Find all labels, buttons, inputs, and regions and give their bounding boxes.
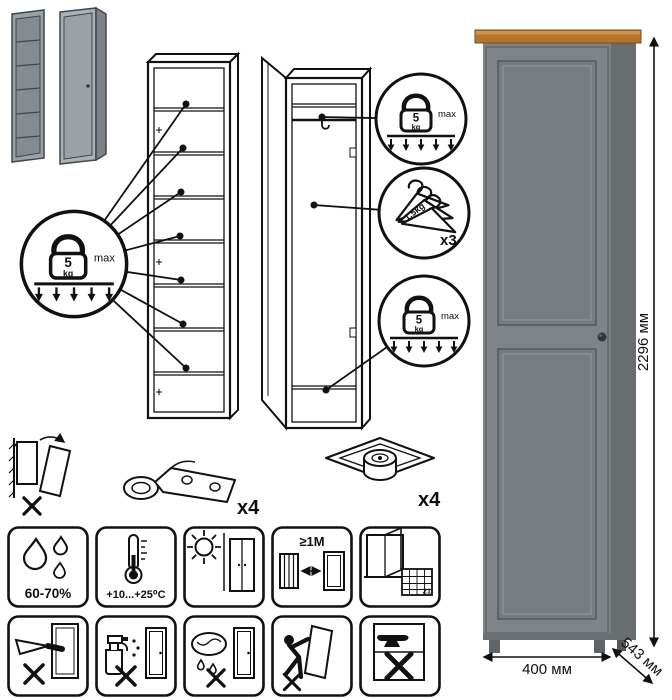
- temperature-label: +10...+25⁰C: [106, 589, 165, 601]
- hinge-icon: x4: [123, 460, 260, 519]
- door-upper-panel: [497, 60, 597, 326]
- thumbnail-knob: [86, 84, 90, 88]
- person-icon: [283, 635, 311, 680]
- tilted-cabinet-icon: [303, 624, 334, 680]
- distance-box: ≥1M: [271, 526, 353, 608]
- wet-cloth-icon: [191, 632, 227, 675]
- hanger-count-badge: 1.5kg x3: [377, 166, 471, 260]
- open-door: [261, 55, 287, 431]
- radiator-icon: [279, 553, 299, 589]
- water-drops-icon: [22, 535, 69, 579]
- thermometer-icon: [124, 534, 147, 584]
- sunlight-box: [183, 526, 265, 608]
- shelf-pin-marks: [156, 127, 162, 395]
- cabinet-icon: [233, 627, 255, 679]
- thumbnail-closed-wardrobe: [59, 6, 107, 165]
- window-icon: [364, 527, 406, 578]
- no-spray-box: [95, 615, 177, 697]
- thumbnail-open-wardrobe: [11, 9, 45, 163]
- shelf-unit-drawing: [145, 51, 241, 421]
- rail-load-badge-bottom: [379, 276, 469, 366]
- height-label: 2296 мм: [635, 313, 652, 371]
- cabinet-icon: [229, 538, 255, 592]
- product-photo: [474, 29, 642, 653]
- humidity-box: 60-70%: [7, 526, 89, 608]
- door-knob: [597, 332, 607, 342]
- no-overload-box: [359, 615, 441, 697]
- cross-icon: [22, 496, 42, 516]
- hinge-count-label: x4: [237, 497, 260, 519]
- hanger-count-label: x3: [440, 232, 457, 249]
- cabinet-icon: [51, 623, 79, 679]
- no-wet-cloth-box: [183, 615, 265, 697]
- no-push-box: [271, 615, 353, 697]
- cabinet-icon: [373, 623, 425, 681]
- humidity-label: 60-70%: [25, 586, 72, 601]
- width-label: 400 мм: [522, 661, 572, 678]
- distance-label: ≥1M: [299, 534, 324, 549]
- temperature-box: +10...+25⁰C: [95, 526, 177, 608]
- depth-dimension-line: [611, 648, 654, 684]
- dimension-lines: [482, 36, 659, 684]
- foot-right: [594, 640, 605, 653]
- rail-load-badge-top: [376, 74, 466, 164]
- foot-count-label: x4: [418, 489, 441, 511]
- ventilation-box: 21: [359, 526, 441, 608]
- depth-label: 543 мм: [617, 634, 666, 680]
- door-lower-panel: [497, 348, 597, 620]
- cabinet-icon: [145, 627, 167, 679]
- foot-icon: x4: [325, 437, 441, 511]
- foot-left: [489, 640, 500, 653]
- shelf-load-badge: [21, 211, 126, 316]
- cabinet-icon: [323, 551, 345, 591]
- side-panel: [611, 43, 636, 640]
- sun-icon: [187, 530, 221, 564]
- wall-anchor-icon: [8, 432, 72, 516]
- calendar-day-label: 21: [423, 587, 431, 596]
- calendar-icon: 21: [401, 568, 433, 596]
- knife-icon: [14, 638, 65, 656]
- anvil-icon: [377, 635, 409, 647]
- rod-hook: [321, 120, 330, 130]
- wardrobe-drawing: [261, 55, 373, 431]
- no-sharp-tools-box: [7, 615, 89, 697]
